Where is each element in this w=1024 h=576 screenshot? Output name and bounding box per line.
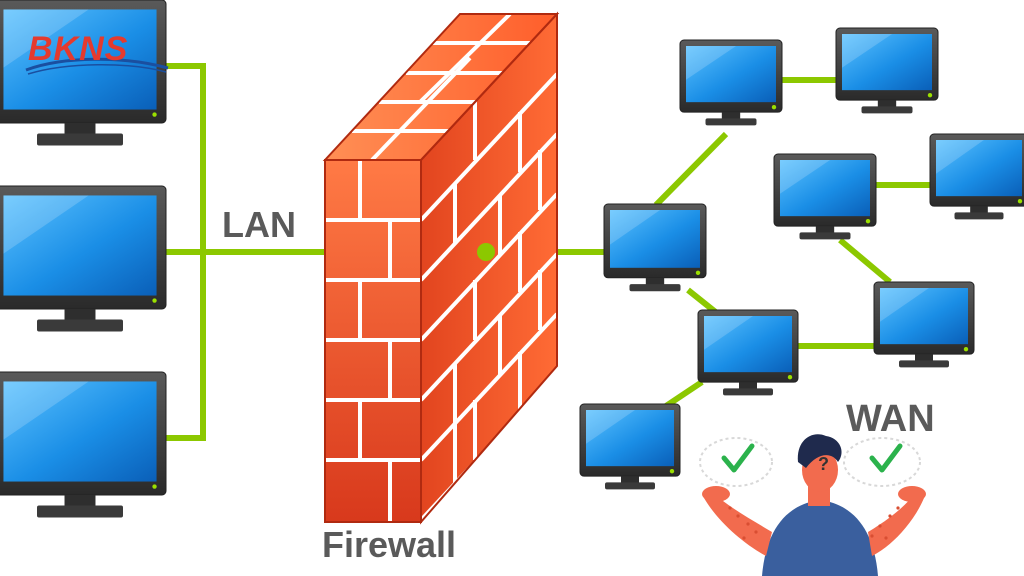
wan-pc-1 <box>679 39 783 126</box>
firewall-port-dot <box>477 243 495 261</box>
lan-pc-1 <box>0 0 167 146</box>
firewall-icon <box>322 11 560 525</box>
check-icon <box>721 443 755 473</box>
wan-pc-7 <box>697 309 799 396</box>
wan-pc-5 <box>603 203 707 292</box>
screen <box>704 316 792 373</box>
screen <box>686 46 776 103</box>
screen <box>780 160 870 217</box>
lan-pc-2 <box>0 185 167 332</box>
wan-pc-8 <box>579 403 681 490</box>
lan-label: LAN <box>222 204 296 245</box>
wan-pc-4 <box>929 133 1024 220</box>
wan-pc-2 <box>835 27 939 114</box>
lan-links <box>165 63 325 441</box>
check-icon <box>869 443 903 473</box>
wan-pc-6 <box>873 281 975 368</box>
logo-text: BKNS <box>28 30 129 68</box>
screen <box>586 410 674 467</box>
bkns-logo: BKNS <box>24 26 170 76</box>
screen <box>936 140 1022 197</box>
firewall-label: Firewall <box>322 524 457 565</box>
lan-pc-3 <box>0 371 167 518</box>
screen <box>3 381 157 482</box>
person-icon <box>699 434 926 576</box>
wan-label: WAN <box>846 398 935 440</box>
monitors <box>0 0 1024 518</box>
screen <box>880 288 968 345</box>
wan-pc-3 <box>773 153 877 240</box>
screen <box>610 210 700 268</box>
question-icon: ? <box>818 454 829 474</box>
screen <box>842 34 932 91</box>
screen <box>3 195 157 296</box>
